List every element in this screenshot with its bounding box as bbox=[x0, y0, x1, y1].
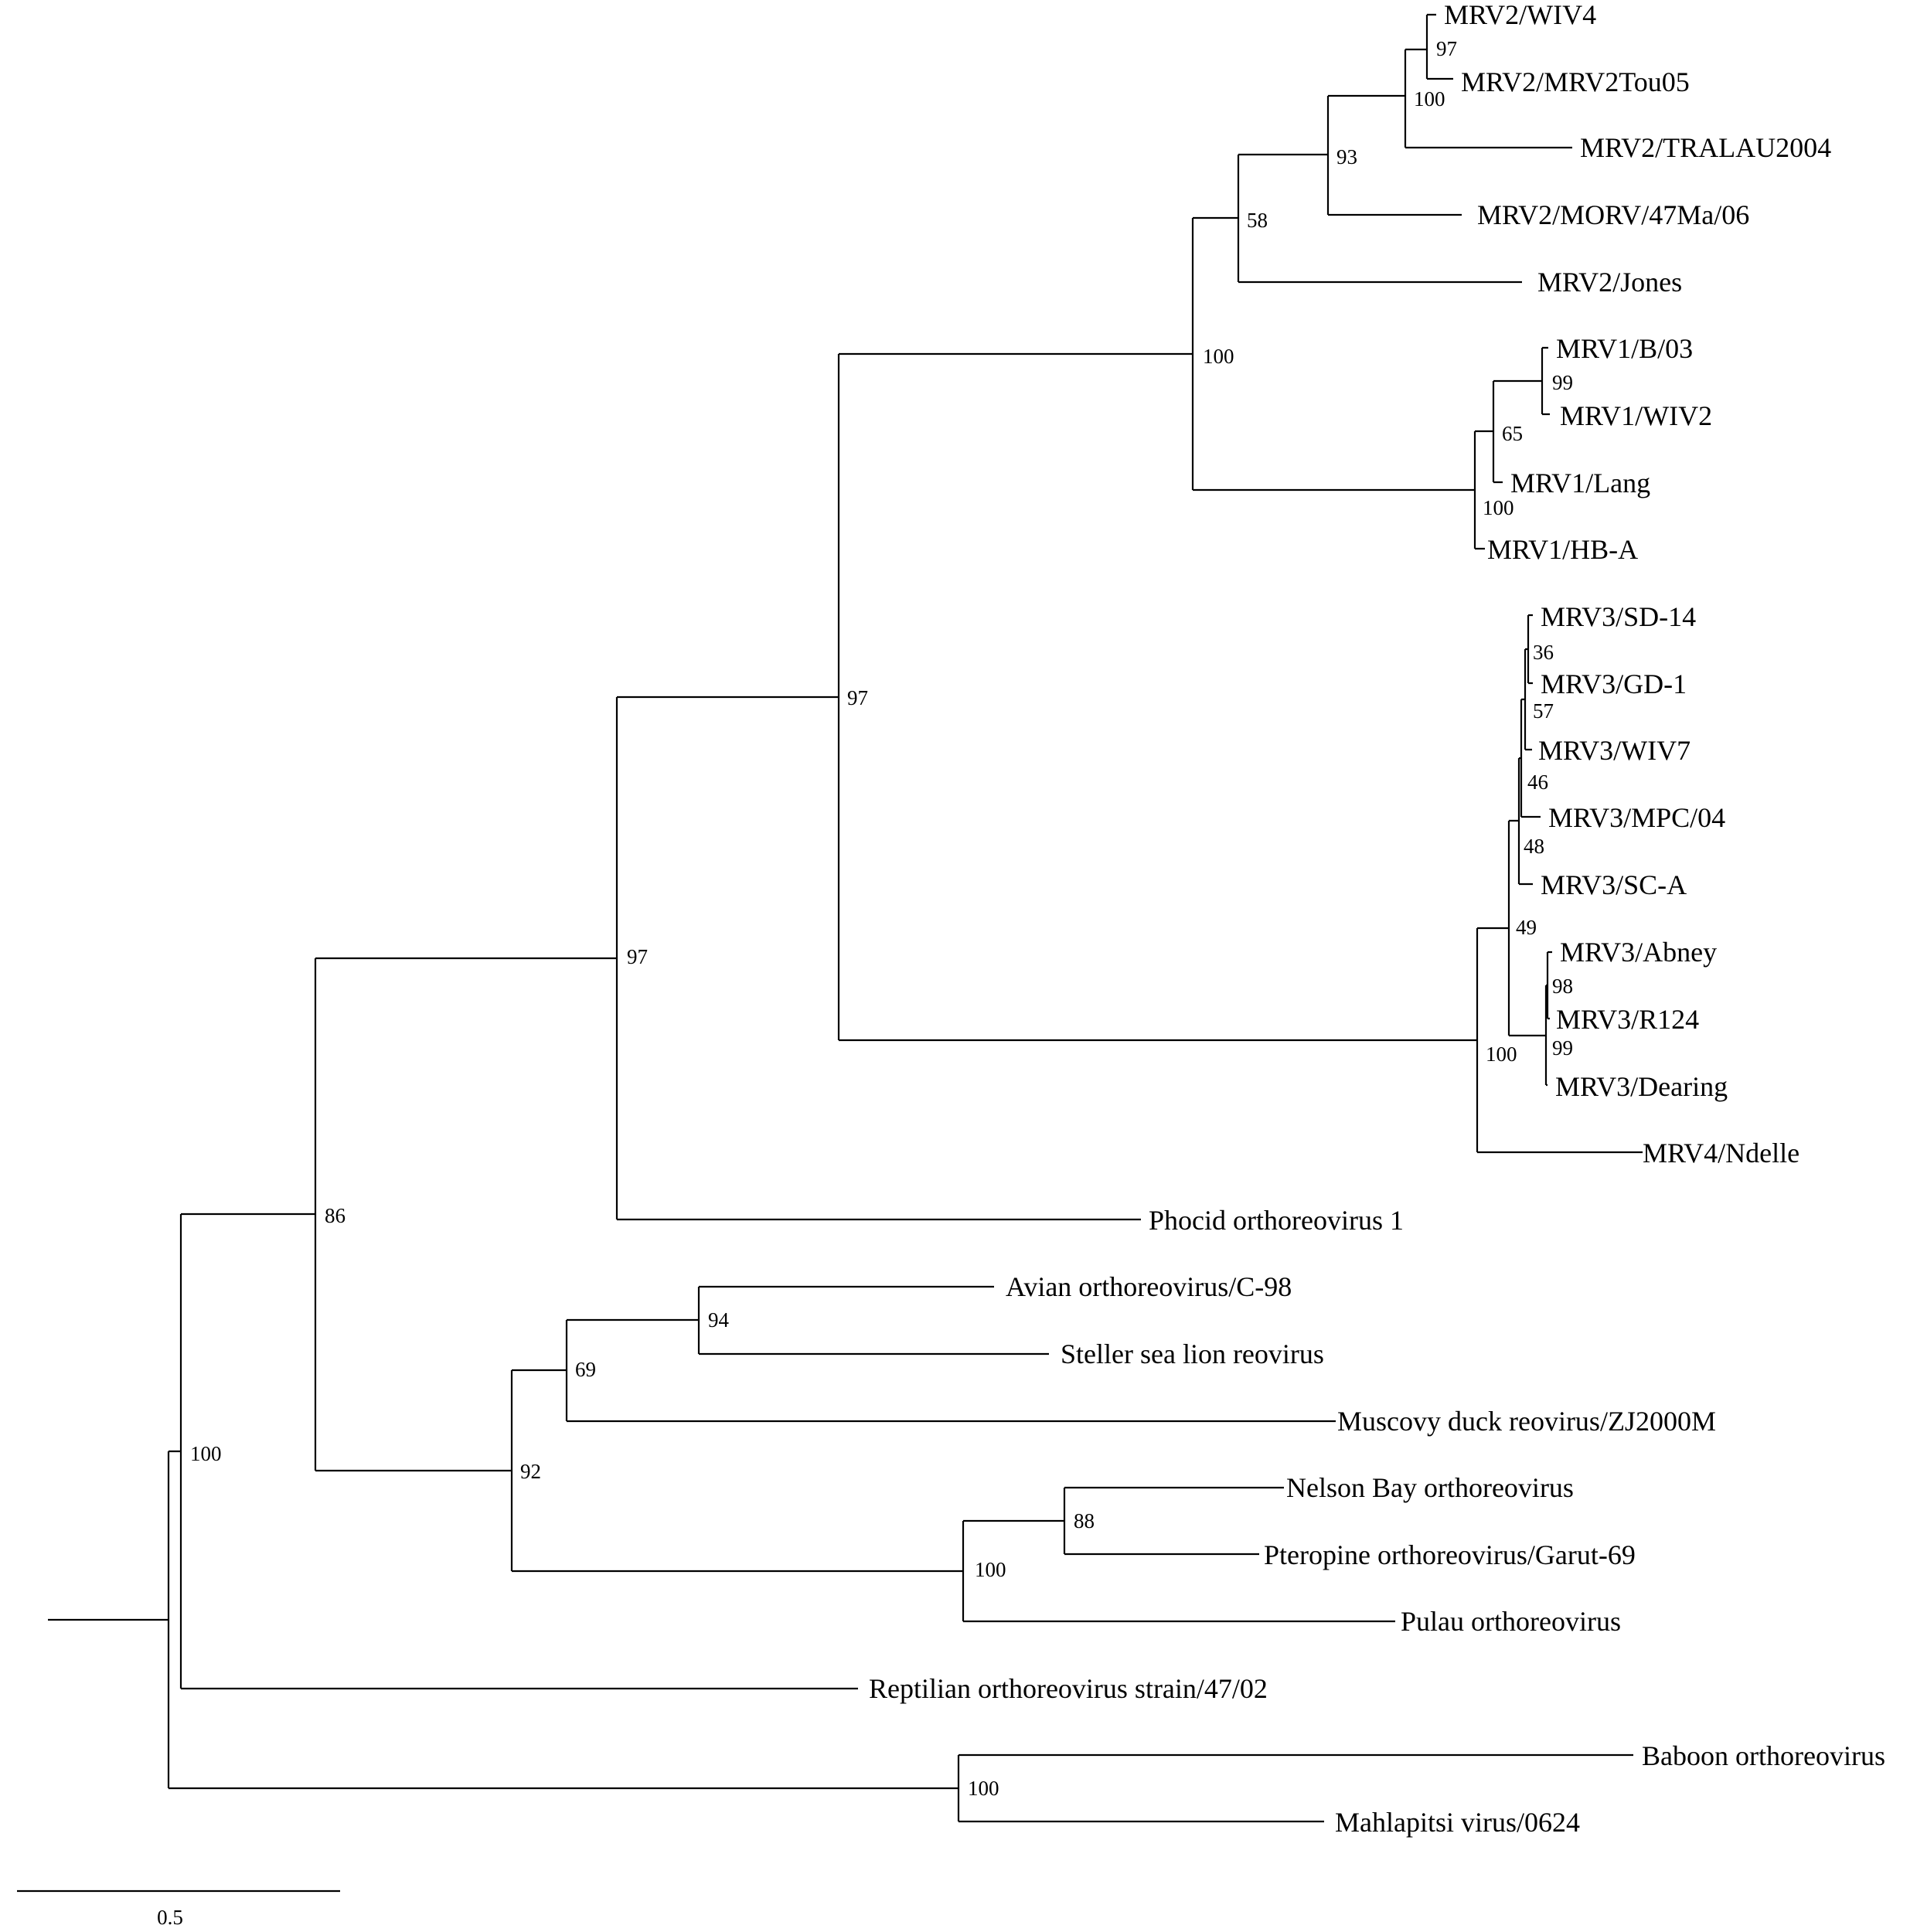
bootstrap-value: 65 bbox=[1502, 422, 1523, 445]
bootstrap-value: 100 bbox=[968, 1777, 999, 1800]
leaf-label: Mahlapitsi virus/0624 bbox=[1335, 1807, 1580, 1838]
scale-bar: 0.5 bbox=[17, 1889, 340, 1929]
bootstrap-value: 88 bbox=[1074, 1509, 1095, 1532]
bootstrap-value: 86 bbox=[325, 1204, 346, 1227]
branch bbox=[837, 352, 1477, 1042]
leaf-labels: MRV2/WIV4 MRV2/MRV2Tou05 MRV2/TRALAU2004… bbox=[869, 0, 1885, 1838]
branch bbox=[1425, 13, 1453, 80]
branch bbox=[314, 957, 617, 1472]
bootstrap-value: 100 bbox=[1203, 345, 1234, 368]
leaf-label: Muscovy duck reovirus/ZJ2000M bbox=[1337, 1406, 1716, 1437]
leaf-label: MRV3/MPC/04 bbox=[1548, 802, 1725, 833]
leaf-label: MRV4/Ndelle bbox=[1643, 1138, 1800, 1168]
bootstrap-value: 97 bbox=[1436, 37, 1457, 60]
branch bbox=[48, 1450, 958, 1790]
branch bbox=[697, 1285, 1049, 1355]
leaf-label: MRV3/GD-1 bbox=[1541, 668, 1687, 699]
tree-branches bbox=[48, 13, 1643, 1823]
bootstrap-values: 97 100 93 58 100 99 65 100 36 57 46 48 9… bbox=[190, 37, 1573, 1800]
bootstrap-value: 100 bbox=[1483, 496, 1514, 519]
leaf-label: MRV2/TRALAU2004 bbox=[1580, 132, 1831, 163]
leaf-label: MRV3/SD-14 bbox=[1541, 601, 1696, 632]
bootstrap-value: 100 bbox=[975, 1558, 1006, 1581]
bootstrap-value: 49 bbox=[1516, 916, 1537, 939]
bootstrap-value: 58 bbox=[1247, 209, 1268, 232]
leaf-label: MRV3/Abney bbox=[1560, 937, 1717, 968]
leaf-label: MRV1/Lang bbox=[1510, 468, 1650, 498]
bootstrap-value: 100 bbox=[1414, 87, 1445, 111]
leaf-label: Avian orthoreovirus/C-98 bbox=[1006, 1271, 1292, 1302]
bootstrap-value: 46 bbox=[1527, 770, 1548, 794]
bootstrap-value: 36 bbox=[1533, 641, 1554, 664]
bootstrap-value: 93 bbox=[1336, 145, 1357, 168]
leaf-label: Reptilian orthoreovirus strain/47/02 bbox=[869, 1673, 1268, 1704]
leaf-label: MRV2/MRV2Tou05 bbox=[1461, 66, 1690, 97]
branch bbox=[510, 1369, 963, 1573]
leaf-label: Nelson Bay orthoreovirus bbox=[1286, 1472, 1574, 1503]
branch bbox=[565, 1318, 1336, 1423]
leaf-label: Steller sea lion reovirus bbox=[1061, 1338, 1324, 1369]
bootstrap-value: 100 bbox=[190, 1442, 222, 1465]
bootstrap-value: 97 bbox=[627, 945, 648, 968]
scale-bar-label: 0.5 bbox=[157, 1906, 183, 1929]
leaf-label: MRV3/R124 bbox=[1556, 1004, 1699, 1035]
leaf-label: MRV1/WIV2 bbox=[1560, 400, 1712, 431]
bootstrap-value: 69 bbox=[575, 1358, 596, 1381]
branch bbox=[615, 696, 1141, 1221]
leaf-label: Baboon orthoreovirus bbox=[1642, 1740, 1885, 1771]
leaf-label: Pulau orthoreovirus bbox=[1401, 1606, 1621, 1637]
bootstrap-value: 92 bbox=[520, 1460, 541, 1483]
branch bbox=[962, 1519, 1395, 1623]
bootstrap-value: 48 bbox=[1524, 835, 1544, 858]
bootstrap-value: 99 bbox=[1552, 1036, 1573, 1060]
branch bbox=[1191, 216, 1475, 492]
bootstrap-value: 57 bbox=[1533, 699, 1554, 723]
bootstrap-value: 97 bbox=[847, 686, 868, 709]
leaf-label: MRV3/SC-A bbox=[1541, 869, 1687, 900]
leaf-label: MRV2/MORV/47Ma/06 bbox=[1477, 199, 1749, 230]
leaf-label: MRV2/WIV4 bbox=[1444, 0, 1596, 30]
bootstrap-value: 99 bbox=[1552, 371, 1573, 394]
branch bbox=[1541, 346, 1550, 416]
branch bbox=[1473, 430, 1493, 550]
leaf-label: MRV2/Jones bbox=[1537, 267, 1682, 298]
bootstrap-value: 98 bbox=[1552, 975, 1573, 998]
branch bbox=[179, 1213, 858, 1690]
leaf-label: Phocid orthoreovirus 1 bbox=[1149, 1205, 1404, 1236]
leaf-label: MRV1/HB-A bbox=[1487, 534, 1638, 565]
leaf-label: MRV3/Dearing bbox=[1555, 1071, 1728, 1102]
branch bbox=[1063, 1486, 1284, 1556]
bootstrap-value: 100 bbox=[1486, 1043, 1517, 1066]
bootstrap-value: 94 bbox=[708, 1308, 730, 1332]
leaf-label: Pteropine orthoreovirus/Garut-69 bbox=[1264, 1539, 1636, 1570]
leaf-label: MRV1/B/03 bbox=[1556, 333, 1693, 364]
branch bbox=[1404, 48, 1572, 149]
leaf-label: MRV3/WIV7 bbox=[1538, 735, 1691, 766]
